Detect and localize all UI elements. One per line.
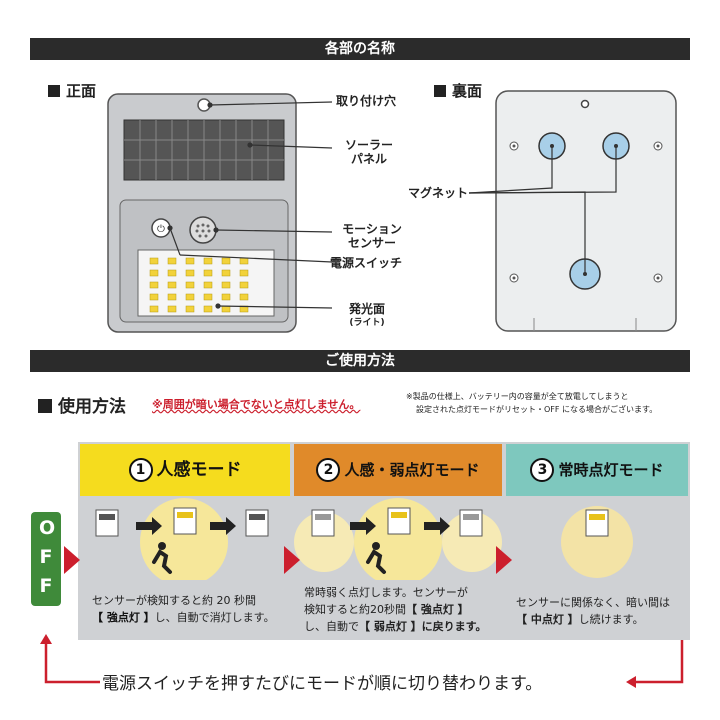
square-bullet-icon — [38, 399, 52, 413]
front-device-diagram: ⏻ — [107, 93, 333, 333]
mode-title: 常時点灯モード — [558, 461, 664, 479]
mode-number-badge: 1 — [128, 458, 153, 482]
front-title: 正面 — [48, 80, 96, 101]
label-light-face: 発光面(ライト) — [348, 302, 385, 328]
svg-text:⏻: ⏻ — [157, 224, 165, 235]
mode-2-illustration — [294, 498, 502, 580]
label-mount-hole: 取り付け穴 — [336, 94, 397, 108]
label-solar-panel: ソーラーパネル — [344, 138, 393, 166]
section-title: 各部の名称 — [325, 41, 395, 57]
label-motion-sensor: モーションセンサー — [342, 222, 402, 250]
mode-title: 人感モード — [156, 460, 242, 480]
usage-title: 使用方法 — [38, 392, 126, 417]
mode-number-badge: 3 — [530, 458, 555, 482]
arrow-right-icon — [496, 546, 512, 574]
mode-3-description: センサーに関係なく、暗い間は 【 中点灯 】し続けます。 — [516, 596, 670, 626]
label-magnet: マグネット — [408, 186, 469, 200]
off-badge: OFF — [31, 512, 61, 606]
mode-title: 人感・弱点灯モード — [344, 461, 480, 479]
arrow-right-icon — [284, 546, 300, 574]
mode-1-illustration — [95, 498, 269, 580]
square-bullet-icon — [434, 85, 446, 97]
section-header-usage: ご使用方法 — [30, 350, 690, 372]
cycle-arrow — [40, 634, 684, 688]
label-power-switch: 電源スイッチ — [330, 256, 403, 270]
arrow-right-icon — [64, 546, 80, 574]
back-device-diagram — [468, 90, 677, 332]
mode-3-illustration — [561, 506, 633, 578]
section-header-parts: 各部の名称 — [30, 38, 690, 60]
mode-1-description: センサーが検知すると約 20 秒間 【 強点灯 】し、自動で消灯します。 — [92, 594, 275, 624]
square-bullet-icon — [48, 85, 60, 97]
section-title: ご使用方法 — [325, 353, 395, 369]
usage-warning: ※周囲が暗い場合でないと点灯しません。 — [152, 398, 361, 411]
mode-number-badge: 2 — [316, 458, 341, 482]
footer-note: 電源スイッチを押すたびにモードが順に切り替わります。 — [102, 674, 543, 694]
usage-note: ※製品の仕様上、バッテリー内の容量が全て放電してしまうと 設定された点灯モードが… — [406, 392, 658, 414]
mode-2-description: 常時弱く点灯します。センサーが 検知すると約20秒間【 強点灯 】 し、自動で【… — [304, 586, 487, 633]
back-title: 裏面 — [434, 80, 482, 101]
